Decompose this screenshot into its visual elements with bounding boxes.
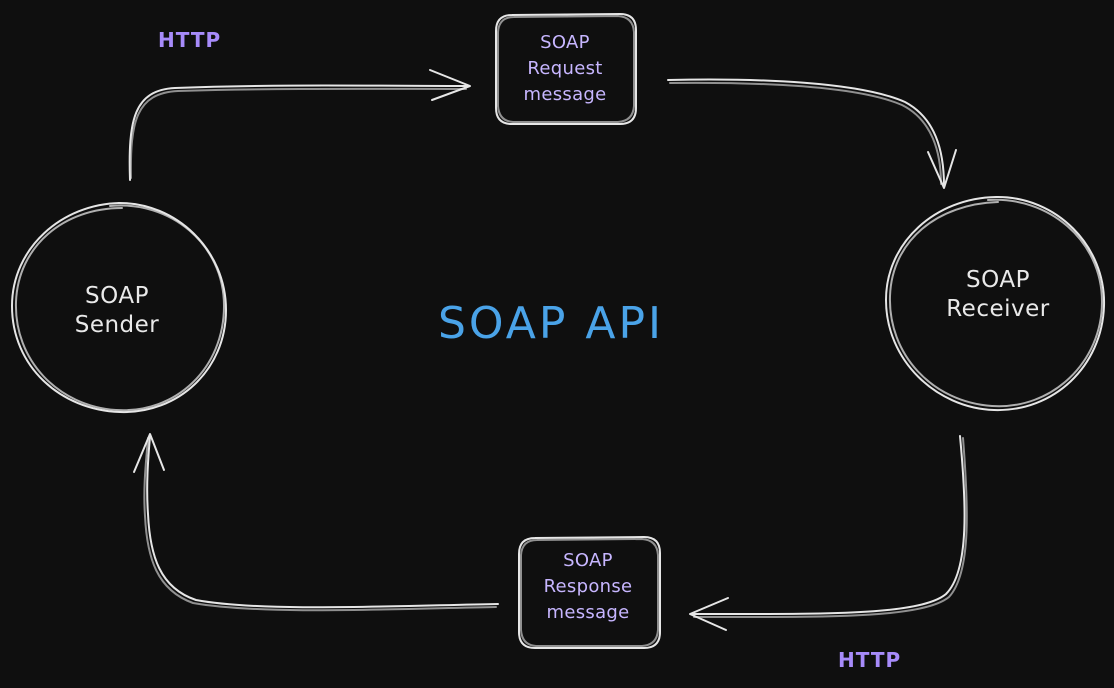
request-message-box bbox=[495, 13, 637, 125]
arrow-response-to-sender bbox=[133, 433, 499, 612]
diagram-title: SOAP API bbox=[438, 298, 665, 349]
response-label-line-3: message bbox=[546, 602, 630, 624]
arrow-receiver-to-response bbox=[689, 435, 968, 631]
protocol-label-top: HTTP bbox=[158, 28, 222, 52]
arrow-request-to-receiver bbox=[667, 78, 957, 189]
protocol-label-bottom: HTTP bbox=[838, 648, 902, 672]
sender-node bbox=[11, 201, 227, 414]
request-label-line-3: message bbox=[523, 84, 607, 106]
arrow-sender-to-request bbox=[128, 69, 471, 181]
receiver-label: SOAP Receiver bbox=[928, 266, 1068, 324]
sender-label-line-2: Sender bbox=[74, 311, 160, 338]
sender-label: SOAP Sender bbox=[62, 282, 172, 340]
response-label-line-2: Response bbox=[543, 576, 633, 598]
receiver-label-line-2: Receiver bbox=[946, 295, 1050, 322]
receiver-node bbox=[885, 195, 1106, 412]
sender-label-line-1: SOAP bbox=[85, 283, 149, 309]
response-label-line-1: SOAP bbox=[563, 550, 613, 571]
request-label-line-2: Request bbox=[527, 58, 603, 80]
response-message-box bbox=[518, 536, 661, 649]
receiver-label-line-1: SOAP bbox=[966, 267, 1030, 293]
request-message-label: SOAP Request message bbox=[500, 30, 630, 108]
request-label-line-1: SOAP bbox=[540, 32, 590, 53]
response-message-label: SOAP Response message bbox=[523, 548, 653, 626]
